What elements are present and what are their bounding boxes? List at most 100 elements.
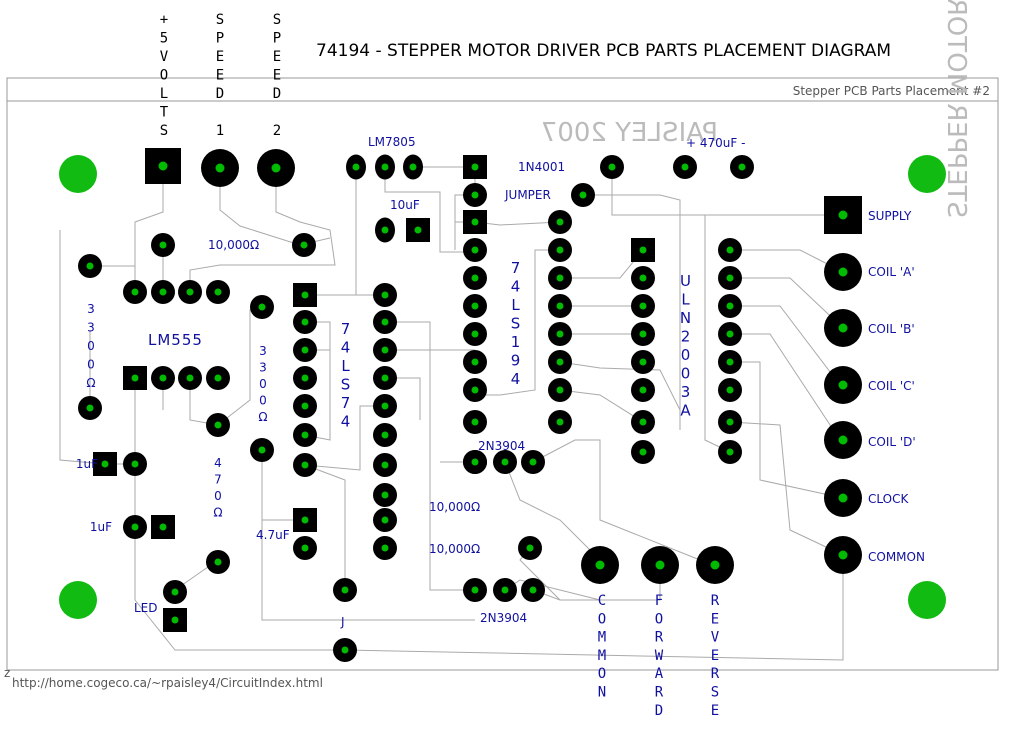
clock-label: CLOCK xyxy=(868,492,909,506)
label-char: Ω xyxy=(213,506,222,520)
label-char: 7 xyxy=(511,259,522,277)
label-char: 4 xyxy=(341,339,352,357)
label-char: 1 xyxy=(511,333,522,351)
page-title: 74194 - STEPPER MOTOR DRIVER PCB PARTS P… xyxy=(316,41,891,61)
drill-hole xyxy=(258,446,266,454)
drill-hole xyxy=(301,402,309,410)
label-char: 3 xyxy=(87,321,95,335)
label-char: R xyxy=(711,666,720,682)
drill-hole xyxy=(556,302,564,310)
label-char: 3 xyxy=(87,302,95,316)
label-char: S xyxy=(511,315,522,333)
supply-label: SUPPLY xyxy=(868,209,912,223)
label-char: 1 xyxy=(216,123,224,139)
label-char: O xyxy=(598,666,606,682)
drill-hole xyxy=(414,226,422,234)
label-char: S xyxy=(216,12,224,28)
lm7805-label: LM7805 xyxy=(368,135,416,149)
drill-hole xyxy=(381,291,389,299)
diode-1n4001-label: 1N4001 xyxy=(518,160,565,174)
drill-hole xyxy=(471,218,479,226)
drill-hole xyxy=(526,544,534,552)
drill-hole xyxy=(381,374,389,382)
drill-hole xyxy=(171,588,179,596)
drill-hole xyxy=(214,421,222,429)
drill-hole xyxy=(655,560,665,570)
label-char: L xyxy=(341,357,350,375)
drill-hole xyxy=(86,262,94,270)
drill-hole xyxy=(214,558,222,566)
drill-hole xyxy=(726,274,734,282)
drill-hole xyxy=(381,431,389,439)
drill-hole xyxy=(556,386,564,394)
drill-hole xyxy=(608,163,616,171)
mounting-hole xyxy=(59,155,97,193)
drill-hole xyxy=(158,161,168,171)
drill-hole xyxy=(501,586,509,594)
label-char: 4 xyxy=(341,413,352,431)
drill-hole xyxy=(579,191,587,199)
label-char: E xyxy=(273,68,281,84)
transistor-top-label: 2N3904 xyxy=(478,439,525,453)
label-char: M xyxy=(598,648,606,664)
drill-hole xyxy=(556,330,564,338)
drill-hole xyxy=(131,460,139,468)
drill-hole xyxy=(271,163,281,173)
switch-common-label: COMMON xyxy=(598,593,606,701)
label-char: S xyxy=(341,376,352,394)
label-char: N xyxy=(680,309,692,327)
label-char: 0 xyxy=(87,358,95,372)
drill-hole xyxy=(639,246,647,254)
drill-hole xyxy=(471,386,479,394)
drill-hole xyxy=(838,435,848,445)
drill-hole xyxy=(471,586,479,594)
coil-c-label: COIL 'C' xyxy=(868,379,915,393)
label-char: 3 xyxy=(259,361,267,375)
source-url[interactable]: http://home.cogeco.ca/~rpaisley4/Circuit… xyxy=(12,676,323,690)
label-char: P xyxy=(216,31,224,47)
label-char: 4 xyxy=(511,278,522,296)
drill-hole xyxy=(214,288,222,296)
cap-470uf-label: + 470uF - xyxy=(686,136,745,150)
label-char: O xyxy=(160,68,168,84)
label-char: 7 xyxy=(341,394,352,412)
drill-hole xyxy=(726,358,734,366)
mounting-hole xyxy=(908,155,946,193)
label-char: Ω xyxy=(86,376,95,390)
drill-hole xyxy=(838,380,848,390)
drill-hole xyxy=(381,402,389,410)
led-label: LED xyxy=(134,601,158,615)
drill-hole xyxy=(471,358,479,366)
drill-hole xyxy=(214,374,222,382)
label-char: L xyxy=(511,296,520,314)
drill-hole xyxy=(352,163,360,171)
label-char: 4 xyxy=(511,370,522,388)
drill-hole xyxy=(381,491,389,499)
drill-hole xyxy=(471,302,479,310)
drill-hole xyxy=(681,163,689,171)
label-char: S xyxy=(711,685,719,701)
mounting-hole xyxy=(908,581,946,619)
drill-hole xyxy=(159,288,167,296)
drill-hole xyxy=(639,358,647,366)
drill-hole xyxy=(186,374,194,382)
label-char: + xyxy=(160,12,168,28)
drill-hole xyxy=(556,246,564,254)
label-char: R xyxy=(655,685,664,701)
label-char: 7 xyxy=(341,320,352,338)
label-char: 9 xyxy=(511,352,522,370)
drill-hole xyxy=(639,386,647,394)
drill-hole xyxy=(101,460,109,468)
label-char: O xyxy=(598,611,606,627)
traces xyxy=(59,166,844,661)
drill-hole xyxy=(381,544,389,552)
drill-hole xyxy=(301,374,309,382)
drill-hole xyxy=(838,323,848,333)
res-10k-top-label: 10,000Ω xyxy=(208,238,259,252)
board-label: Stepper PCB Parts Placement #2 xyxy=(793,84,990,98)
